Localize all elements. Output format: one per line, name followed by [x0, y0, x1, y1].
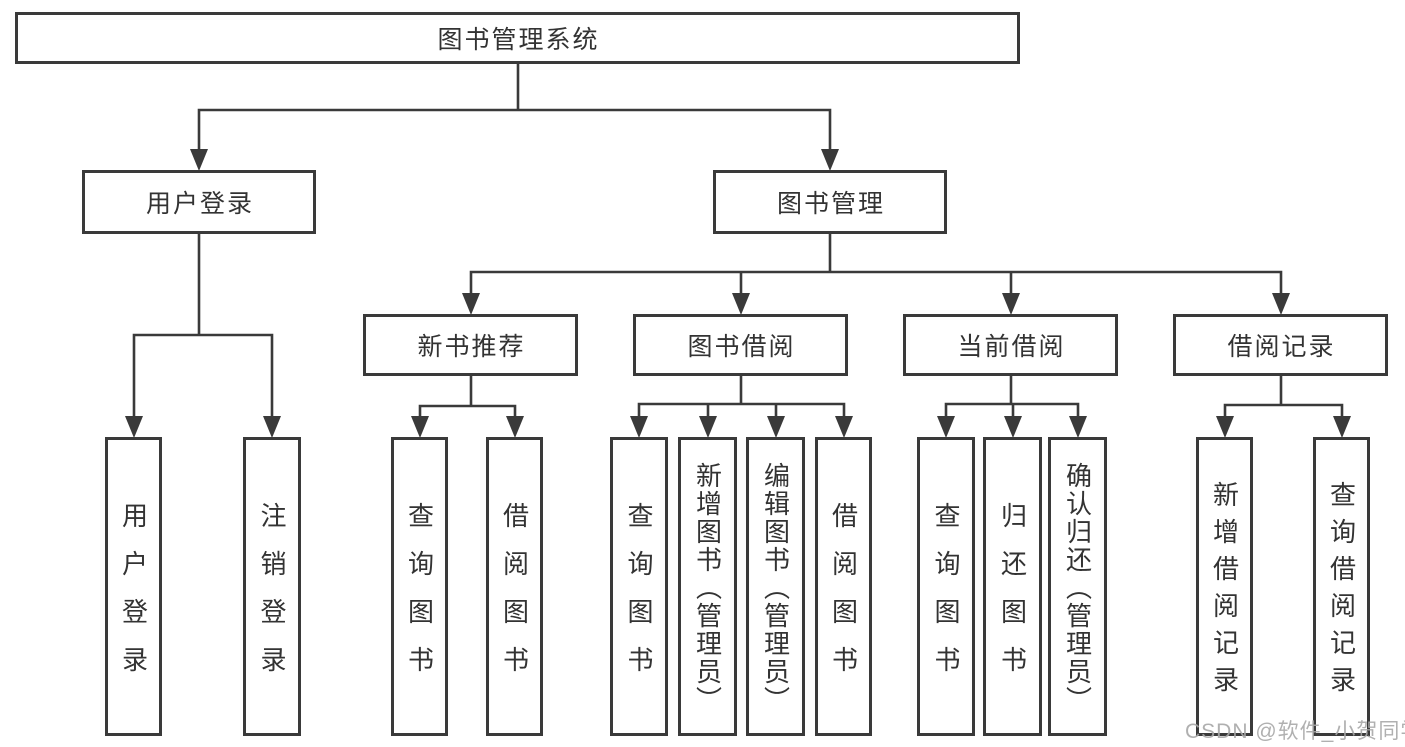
arrowhead-icon: [1004, 416, 1022, 438]
node-system: 图书管理系统: [15, 12, 1020, 64]
node-label-logout-action: 注销登录: [257, 501, 287, 694]
arrowhead-icon: [767, 416, 785, 438]
arrowhead-icon: [1216, 416, 1234, 438]
node-logout-action: 注销登录: [243, 437, 301, 736]
node-book-borrow: 图书借阅: [633, 314, 848, 376]
node-bor-borrow-book: 借阅图书: [815, 437, 872, 736]
node-rec-borrow-book: 借阅图书: [486, 437, 543, 736]
watermark: CSDN @软件_小贺同学: [1185, 720, 1405, 743]
node-rec-query-book: 查询图书: [391, 437, 448, 736]
arrowhead-icon: [462, 293, 480, 315]
node-query-borrow-rec: 查询借阅记录: [1313, 437, 1370, 736]
arrowhead-icon: [190, 149, 208, 171]
node-new-borrow-rec: 新增借阅记录: [1196, 437, 1253, 736]
node-label-book-mgmt: 图书管理: [776, 190, 885, 218]
node-bor-query-book: 查询图书: [610, 437, 668, 736]
arrowhead-icon: [263, 416, 281, 438]
node-cur-confirm: 确认归还（管理员）: [1048, 437, 1107, 736]
node-label-system: 图书管理系统: [437, 26, 600, 54]
node-new-book-rec: 新书推荐: [363, 314, 578, 376]
node-cur-query-book: 查询图书: [917, 437, 975, 736]
node-label-current-borrow: 当前借阅: [957, 333, 1066, 361]
node-borrow-records: 借阅记录: [1173, 314, 1388, 376]
node-label-bor-add-book: 新增图书（管理员）: [692, 461, 723, 714]
arrowhead-icon: [1272, 293, 1290, 315]
node-label-user-login: 用户登录: [145, 190, 254, 218]
node-user-login: 用户登录: [82, 170, 316, 234]
node-book-mgmt: 图书管理: [713, 170, 947, 234]
node-label-borrow-records: 借阅记录: [1227, 333, 1336, 361]
arrowhead-icon: [1333, 416, 1351, 438]
node-label-new-book-rec: 新书推荐: [417, 333, 526, 361]
arrowhead-icon: [732, 293, 750, 315]
node-label-query-borrow-rec: 查询借阅记录: [1326, 481, 1357, 703]
arrowhead-icon: [699, 416, 717, 438]
arrowhead-icon: [1002, 293, 1020, 315]
node-label-bor-edit-book: 编辑图书（管理员）: [760, 461, 791, 714]
arrowhead-icon: [125, 416, 143, 438]
node-label-book-borrow: 图书借阅: [687, 333, 796, 361]
arrowhead-icon: [835, 416, 853, 438]
arrowhead-icon: [506, 416, 524, 438]
connector-path: [132, 60, 1344, 423]
arrowhead-icon: [630, 416, 648, 438]
node-bor-edit-book: 编辑图书（管理员）: [746, 437, 805, 736]
node-current-borrow: 当前借阅: [903, 314, 1118, 376]
arrowhead-icon: [1069, 416, 1087, 438]
arrowhead-icon: [821, 149, 839, 171]
node-label-rec-query-book: 查询图书: [404, 501, 435, 694]
node-label-new-borrow-rec: 新增借阅记录: [1209, 481, 1240, 703]
arrowhead-icon: [411, 416, 429, 438]
node-label-login-action: 用户登录: [118, 501, 149, 694]
node-label-bor-query-book: 查询图书: [624, 501, 654, 694]
node-label-cur-return-book: 归还图书: [997, 501, 1028, 694]
node-label-rec-borrow-book: 借阅图书: [499, 501, 530, 694]
node-label-cur-confirm: 确认归还（管理员）: [1062, 461, 1093, 714]
node-label-cur-query-book: 查询图书: [931, 501, 961, 694]
node-cur-return-book: 归还图书: [983, 437, 1042, 736]
node-login-action: 用户登录: [105, 437, 162, 736]
node-label-bor-borrow-book: 借阅图书: [828, 501, 859, 694]
arrowhead-icon: [937, 416, 955, 438]
node-bor-add-book: 新增图书（管理员）: [678, 437, 737, 736]
